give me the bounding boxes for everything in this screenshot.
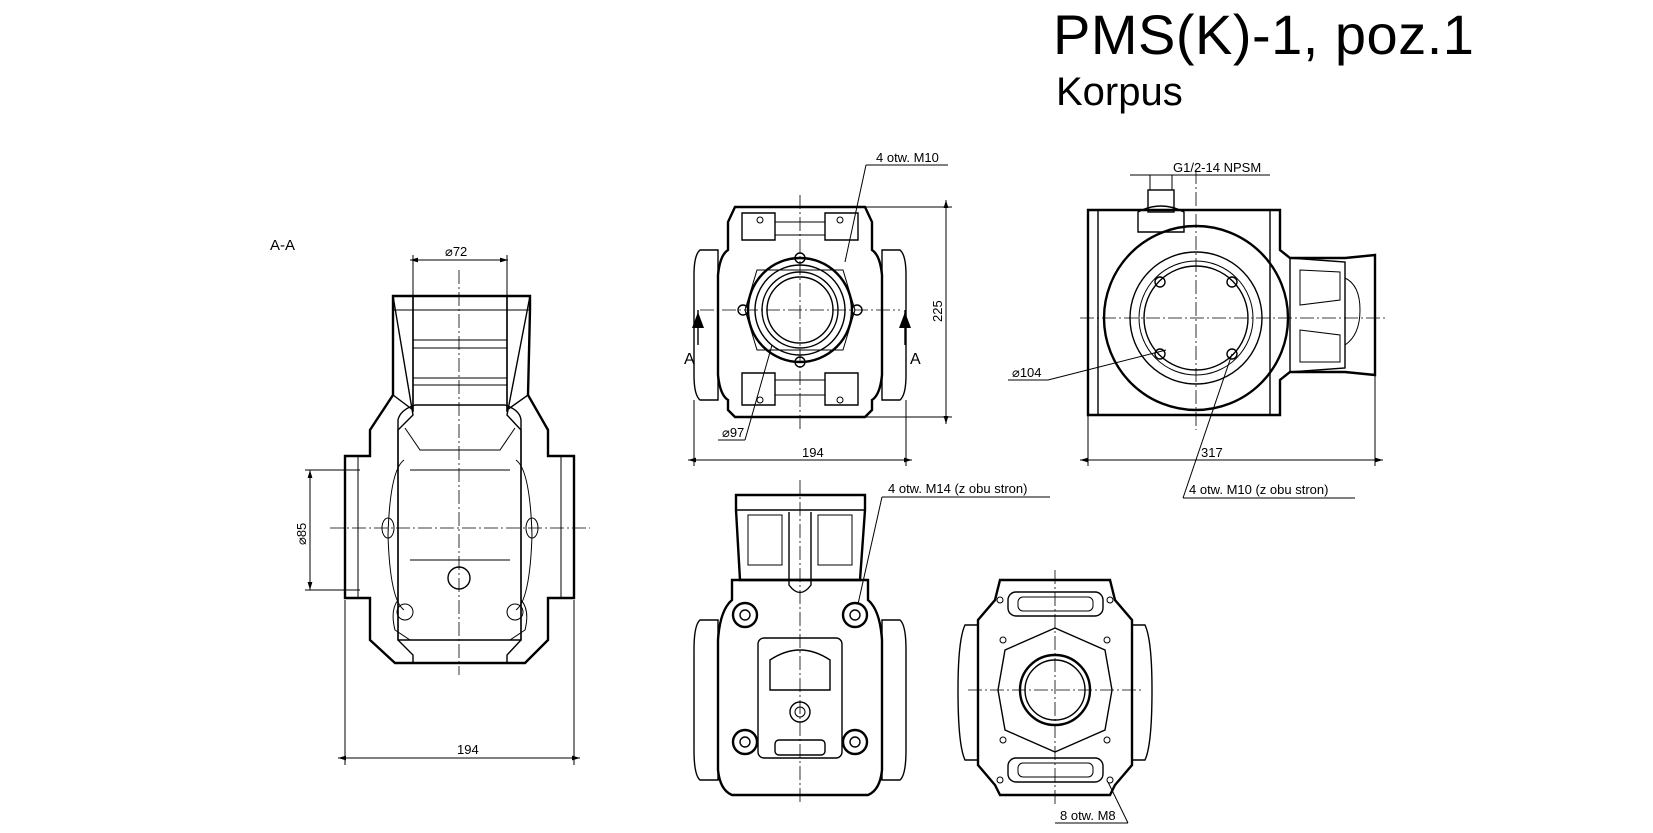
dim-section-d85: ⌀85 [294,523,309,545]
dim-section-width: 194 [457,742,479,757]
front-view: A A 4 otw. M10 225 ⌀97 194 [684,150,952,466]
dim-front-d97: ⌀97 [722,425,744,440]
dim-side-d104: ⌀104 [1012,365,1042,380]
section-left-wall [344,295,414,664]
drawing-title: PMS(K)-1, poz.1 [1053,3,1475,66]
dim-front-width: 194 [802,445,824,460]
callout-end-holes: 8 otw. M8 [1060,808,1116,823]
section-label: A-A [270,237,295,254]
callout-side-thread: G1/2-14 NPSM [1173,160,1261,175]
section-marker-right: A [910,351,921,368]
side-view: G1/2-14 NPSM ⌀104 4 otw. M10 (z obu stro… [1008,160,1385,499]
dim-section-d72: ⌀72 [445,244,467,259]
dim-side-width: 317 [1201,445,1223,460]
callout-front-holes: 4 otw. M10 [876,150,939,165]
end-view: 8 otw. M8 [957,570,1153,824]
callout-side-holes: 4 otw. M10 (z obu stron) [1189,482,1328,497]
section-right-wall [506,295,575,664]
section-marker-left: A [684,351,695,368]
bottom-view: 4 otw. M14 (z obu stron) [693,480,1050,805]
drawing-subtitle: Korpus [1056,70,1183,114]
dim-front-height: 225 [930,300,945,322]
callout-bottom-holes: 4 otw. M14 (z obu stron) [888,481,1027,496]
section-view-a-a: A-A [270,237,590,765]
